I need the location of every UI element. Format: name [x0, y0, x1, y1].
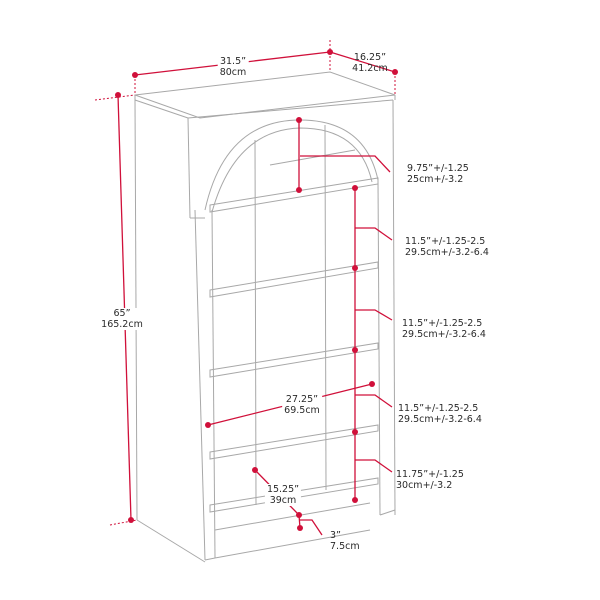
arch-shelf-label: 9.75”+/-1.25 25cm+/-3.2 — [407, 163, 469, 185]
depth-label: 16.25” 41.2cm — [352, 52, 388, 74]
dimension-lines — [117, 51, 396, 536]
shelf-2-label: 11.5”+/-1.25-2.5 29.5cm+/-3.2-6.4 — [405, 236, 489, 258]
shelf-5-label: 11.75”+/-1.25 30cm+/-3.2 — [396, 469, 464, 491]
extension-lines — [94, 40, 396, 526]
height-label: 65” 165.2cm — [99, 308, 145, 330]
base-label: 3” 7.5cm — [330, 530, 360, 552]
shelf-4-label: 11.5”+/-1.25-2.5 29.5cm+/-3.2-6.4 — [398, 403, 482, 425]
bookcase-outline — [134, 71, 396, 563]
width-label: 31.5” 80cm — [217, 56, 249, 78]
inner-depth-label: 15.25” 39cm — [264, 484, 302, 506]
inner-width-label: 27.25” 69.5cm — [282, 394, 322, 416]
dimension-endpoints — [115, 49, 398, 531]
shelf-3-label: 11.5”+/-1.25-2.5 29.5cm+/-3.2-6.4 — [402, 318, 486, 340]
